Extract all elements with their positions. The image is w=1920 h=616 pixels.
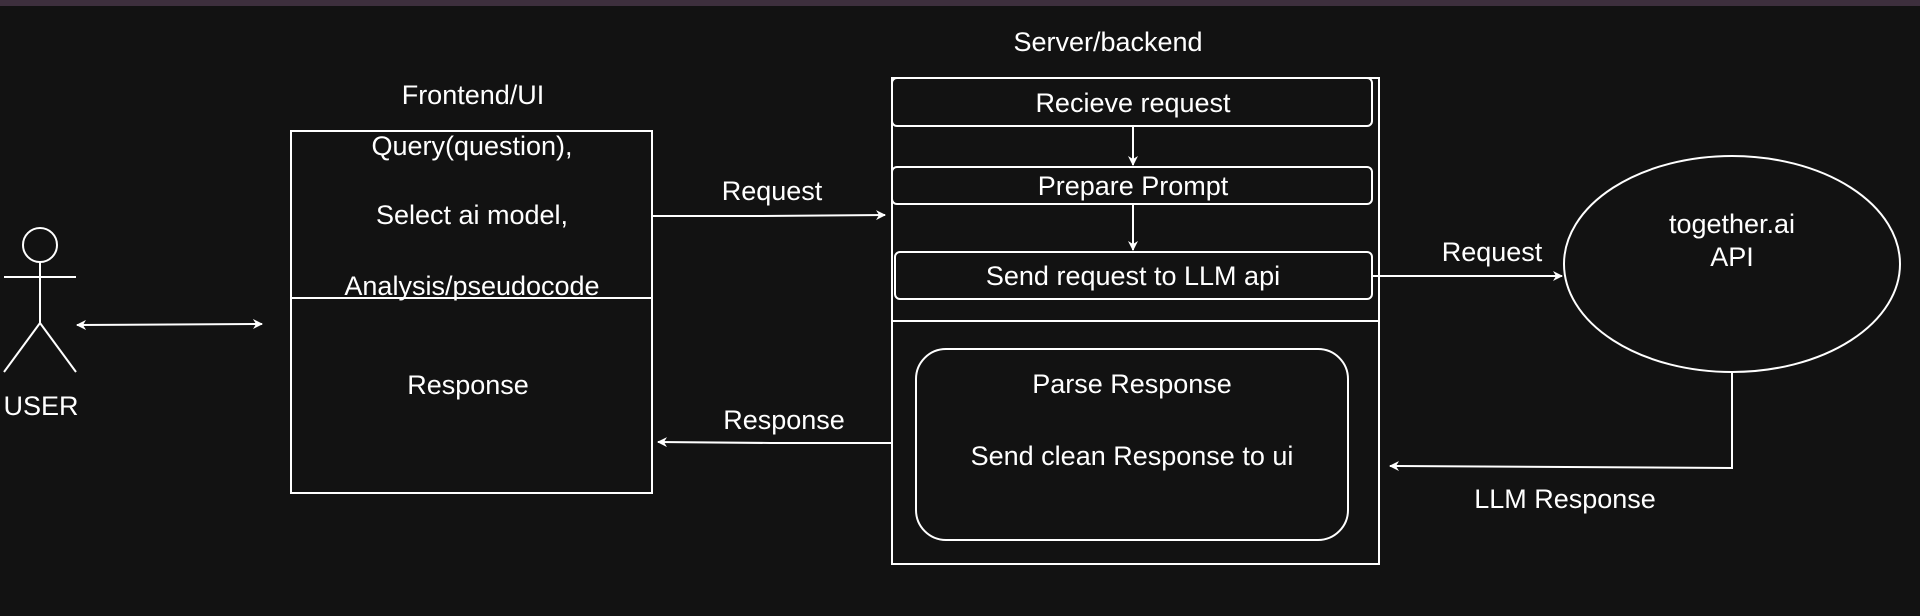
api-name-label: together.ai (1669, 209, 1795, 239)
frontend-model-line: Select ai model, (376, 200, 568, 230)
user-actor[interactable]: USER (3, 227, 79, 421)
user-label: USER (3, 391, 78, 421)
backend-to-api-label: Request (1442, 237, 1543, 267)
frontend-box (290, 130, 653, 494)
user-head (22, 227, 58, 263)
parse-response-box[interactable] (915, 348, 1349, 541)
user-frontend-arrow (76, 319, 263, 330)
frontend-response-label: Response (407, 370, 529, 400)
backend-to-frontend-label: Response (723, 405, 845, 435)
receive-request-label: Recieve request (1035, 88, 1231, 118)
api-type-label: API (1710, 242, 1754, 272)
frontend-to-backend-arrow (652, 210, 886, 221)
api-to-backend-label: LLM Response (1474, 484, 1656, 514)
parse-response-label: Parse Response (1032, 369, 1232, 399)
frontend-title: Frontend/UI (402, 80, 545, 110)
frontend-query-line: Query(question), (371, 131, 572, 161)
send-request-label: Send request to LLM api (986, 261, 1280, 291)
backend-title: Server/backend (1013, 27, 1202, 57)
frontend-analysis-line: Analysis/pseudocode (344, 271, 599, 301)
api-to-backend-arrow (1389, 372, 1733, 472)
frontend-block[interactable]: Frontend/UI Query(question), Select ai m… (290, 80, 653, 494)
user-left-leg (3, 322, 41, 373)
send-clean-response-label: Send clean Response to ui (971, 441, 1294, 471)
window-top-bar (0, 0, 1920, 6)
frontend-to-backend-label: Request (722, 176, 823, 206)
prepare-prompt-label: Prepare Prompt (1038, 171, 1229, 201)
backend-to-frontend-arrow (657, 437, 892, 448)
user-right-leg (39, 322, 77, 373)
api-node[interactable]: together.ai API (1563, 155, 1901, 373)
backend-block[interactable]: Server/backend Recieve request Prepare P… (891, 27, 1380, 565)
